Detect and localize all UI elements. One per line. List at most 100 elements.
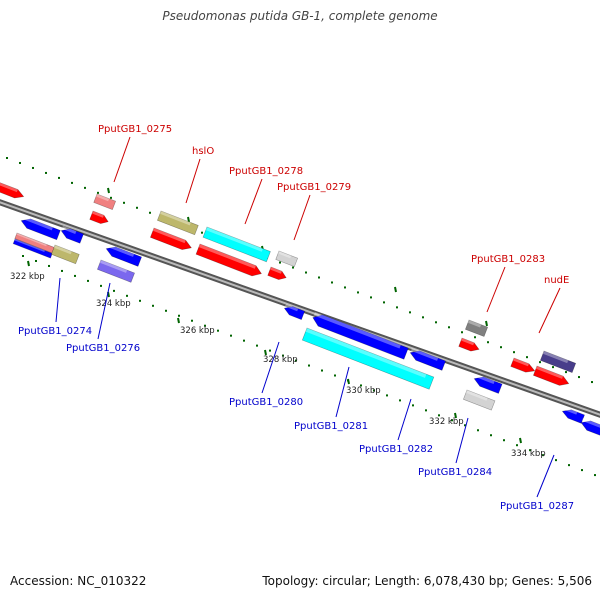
tick-dot [61,269,63,272]
gene-PputGB1_0279 [275,250,299,267]
tick-dot [370,296,372,299]
reverse-major-tick [177,317,180,324]
gene-arrow-reverse [51,244,80,265]
tick-dot [74,274,76,277]
gene-label-leader [261,341,280,394]
tick-dot [204,324,206,327]
gene-arrow-forward [533,365,570,386]
tick-dot [149,211,151,214]
tick-dot [438,414,440,417]
tick-dot [113,289,115,292]
tick-dot [178,314,180,317]
gene-arrow-forward [510,357,536,373]
tick-dot [461,331,463,334]
gene-label: PputGB1_0280 [229,397,303,408]
tick-dot [334,374,336,377]
gene-label-leader [244,178,263,225]
gene-PputGB1_0275 [93,193,117,210]
gene-label-leader [293,194,311,241]
tick-dot [500,346,502,349]
gene-label: hslO [192,146,214,157]
gene-arrow-reverse [20,216,61,241]
gene-arrow-reverse [409,348,446,371]
gene-label-leader [97,282,111,340]
tick-label: 330 kbp [346,386,381,396]
forward-major-tick [107,187,110,194]
reverse-major-tick [347,378,350,385]
tick-label: 324 kbp [96,299,131,309]
gene-label: PputGB1_0284 [418,467,492,478]
tick-dot [22,255,24,257]
tick-dot [409,311,411,314]
tick-label: 326 kbp [180,326,215,336]
tick-dot [412,404,414,407]
gene-PputGB1_0281 [312,312,409,360]
gene-PputGB1_0287 [580,418,600,439]
gene-arrow-reverse [105,244,142,267]
tick-dot [97,191,99,194]
tick-dot [139,299,141,302]
tick-dot [136,206,138,209]
gene-label: PputGB1_0282 [359,444,433,455]
gene-PputGB1_0282 [301,327,435,390]
gene-arrow-reverse [561,407,585,424]
reverse-dotted-guide [22,255,596,477]
tick-label: 322 kbp [10,272,45,282]
tick-dot [383,301,385,304]
tick-dot [318,276,320,279]
gene-label: PputGB1_0274 [18,326,92,337]
tick-dot [32,166,34,169]
tick-label: 328 kbp [263,355,298,365]
gene-hslO [157,210,199,236]
gene-PputGB1_0276 [97,259,135,283]
tick-dot [243,339,245,342]
tick-dot [331,281,333,284]
tick-dot [123,201,125,204]
tick-dot [464,424,466,427]
tick-dot [516,444,518,447]
gene-arrow-forward [150,227,192,250]
gene-PputGB1_0284 [473,374,503,394]
gene-arrow-forward [0,177,25,199]
tick-dot [6,157,8,159]
tick-dot [425,409,427,412]
tick-dot [542,454,544,457]
gene-arrow-forward [195,243,262,277]
gene-arrow-reverse [283,304,306,320]
tick-dot [191,319,193,322]
gene-PputGB1_0284-gray [463,389,496,411]
tick-dot [84,186,86,189]
backbone-highlight [0,201,600,416]
tick-dot [344,286,346,289]
tick-dot [451,419,453,422]
tick-dot [552,366,554,369]
tick-dot [71,181,73,184]
tick-dot [230,334,232,337]
tick-dot [152,304,154,307]
reverse-major-tick [27,260,30,267]
tick-dot [565,371,567,374]
tick-label: 334 kbp [511,449,546,459]
gene-label: PputGB1_0276 [66,343,140,354]
gene-label-leader [397,398,412,441]
tick-label: 332 kbp [429,417,464,427]
tick-dot [399,399,401,402]
tick-dot [396,306,398,309]
accession-text: Accession: NC_010322 [10,574,147,588]
reverse-major-tick [519,437,522,444]
gene-label-leader [113,136,131,183]
tick-dot [58,176,60,179]
gene-PputGB1_0278 [202,226,271,263]
gene-label-leader [486,266,506,313]
tick-dot [477,429,479,432]
gene-label: PputGB1_0283 [471,254,545,265]
tick-dot [373,389,375,392]
gene-label: PputGB1_0279 [277,182,351,193]
gene-arrow-reverse [60,226,84,244]
tick-dot [100,284,102,287]
tick-dot [45,171,47,174]
tick-dot [474,336,476,339]
tick-dot [269,349,271,352]
tick-dot [357,291,359,294]
gene-label-leader [536,454,555,498]
